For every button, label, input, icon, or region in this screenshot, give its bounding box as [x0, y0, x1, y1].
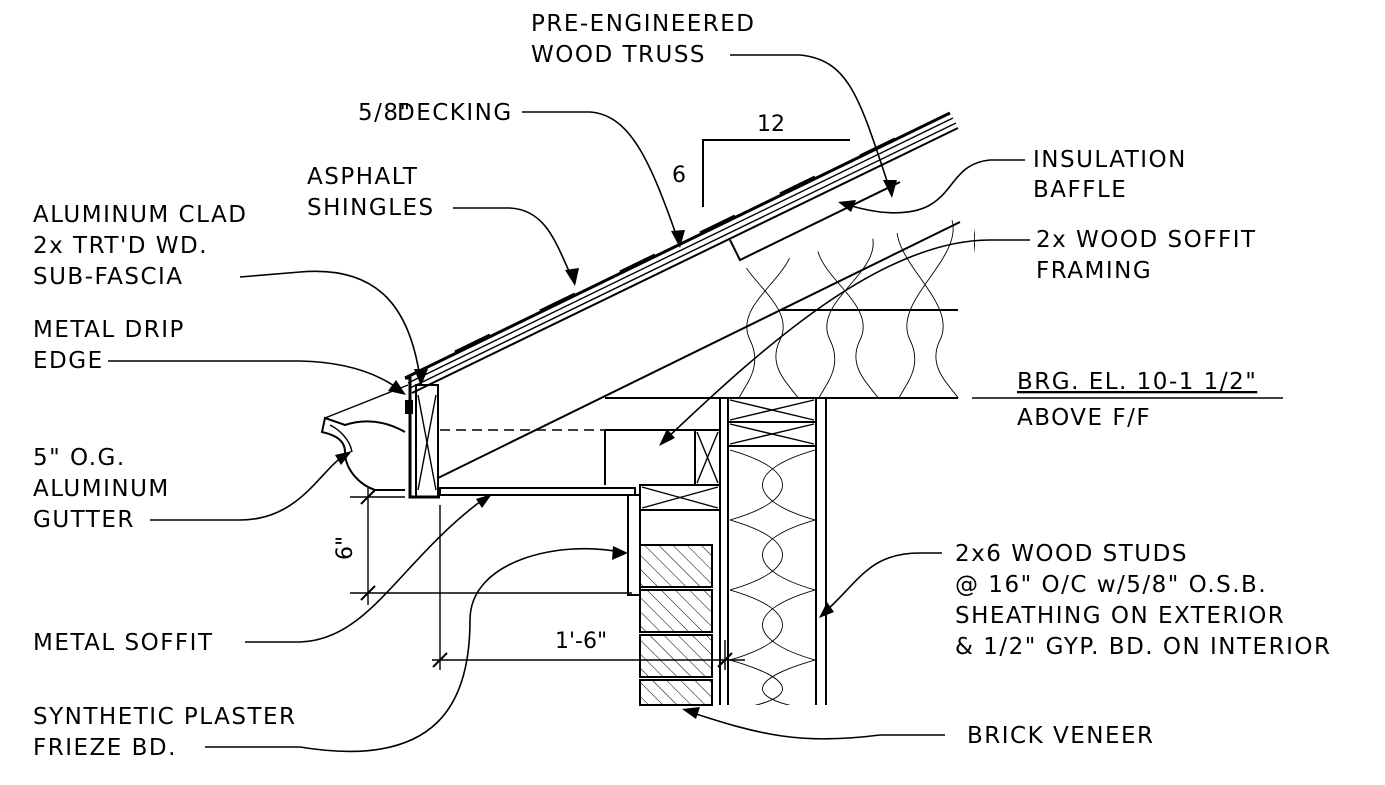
slope-indicator: 12 6 — [672, 112, 850, 207]
label-decking: DECKING — [397, 100, 513, 126]
label-truss-2: WOOD TRUSS — [531, 42, 706, 68]
label-gutter-1: 5" O.G. — [33, 445, 126, 471]
metal-drip-edge — [405, 400, 413, 414]
aluminum-cladding — [405, 376, 440, 499]
label-studs-1: 2x6 WOOD STUDS — [955, 541, 1188, 567]
og-gutter — [320, 416, 406, 491]
overhang-dimension: 1'-6" — [555, 629, 607, 654]
label-fascia-3: SUB-FASCIA — [33, 264, 184, 290]
fascia-height-dimension: 6" — [333, 536, 358, 560]
label-drip-1: METAL DRIP — [33, 317, 185, 343]
label-frieze-1: SYNTHETIC PLASTER — [33, 704, 297, 730]
label-shingles-1: ASPHALT — [307, 164, 418, 190]
shingle-line — [404, 111, 951, 380]
label-studs-2: @ 16" O/C w/5/8" O.S.B. — [955, 572, 1267, 598]
label-truss-1: PRE-ENGINEERED — [531, 11, 756, 37]
label-baffle-1: INSULATION — [1033, 147, 1187, 173]
label-brg-2: ABOVE F/F — [1017, 405, 1151, 431]
decking-top — [407, 117, 954, 384]
frieze-board — [627, 494, 641, 596]
labels: PRE-ENGINEERED WOOD TRUSS 5/8" DECKING A… — [33, 11, 1331, 761]
label-brick: BRICK VENEER — [967, 723, 1155, 749]
label-gutter-3: GUTTER — [33, 507, 135, 533]
label-soffit-framing-1: 2x WOOD SOFFIT — [1036, 227, 1257, 253]
label-decking-fraction: 5/8" — [358, 100, 412, 126]
label-fascia-1: ALUMINUM CLAD — [33, 202, 247, 228]
label-studs-4: & 1/2" GYP. BD. ON INTERIOR — [955, 634, 1331, 660]
slope-run: 12 — [757, 112, 785, 137]
dimension-overhang: 1'-6" — [432, 505, 745, 670]
brick-veneer — [639, 512, 713, 706]
wall-insulation — [730, 449, 815, 705]
label-brg-1: BRG. EL. 10-1 1/2" — [1017, 369, 1257, 395]
wall-assembly — [639, 397, 827, 706]
attic-insulation — [734, 215, 975, 398]
fascia-assembly — [320, 376, 440, 499]
label-gutter-2: ALUMINUM — [33, 476, 170, 502]
label-baffle-2: BAFFLE — [1033, 177, 1127, 203]
metal-soffit-panel — [439, 487, 636, 496]
truss-top-chord — [411, 127, 959, 394]
truss-bottom-chord — [437, 221, 961, 479]
label-studs-3: SHEATHING ON EXTERIOR — [955, 603, 1285, 629]
label-drip-2: EDGE — [33, 348, 104, 374]
label-fascia-2: 2x TRT'D WD. — [33, 233, 208, 259]
slope-rise: 6 — [672, 163, 686, 188]
label-metal-soffit: METAL SOFFIT — [33, 630, 214, 656]
dimension-fascia-height: 6" — [333, 488, 632, 605]
leaders — [108, 54, 1283, 753]
label-frieze-2: FRIEZE BD. — [33, 735, 177, 761]
decking-bottom — [409, 122, 957, 389]
label-soffit-framing-2: FRAMING — [1036, 258, 1152, 284]
shingle-tabs — [454, 137, 896, 354]
label-shingles-2: SHINGLES — [307, 195, 435, 221]
